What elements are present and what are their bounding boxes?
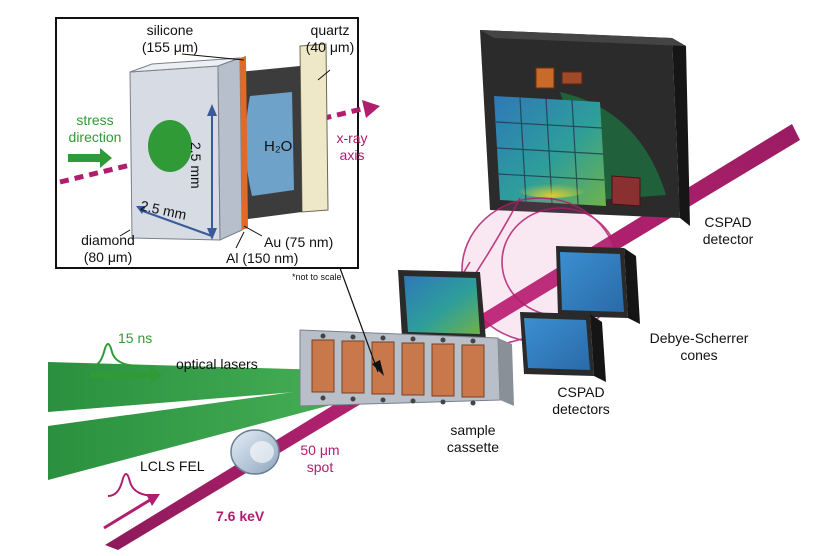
quartz-thickness: (40 μm) [305, 39, 355, 55]
cspad-top-label: CSPAD detector [688, 214, 768, 248]
cspad-bottom-detectors-word: detectors [552, 401, 610, 417]
direction-word: direction [68, 129, 122, 145]
au-layer-label: Au (75 nm) [264, 234, 334, 250]
height-dimension-label: 2.5 mm [188, 142, 204, 189]
inset-pointer-line [339, 267, 379, 373]
scale-note: *not to scale [292, 272, 342, 282]
quartz-label: quartz (40 μm) [300, 22, 360, 56]
cspad-detector-left [398, 270, 486, 340]
xray-axis-label: x-ray axis [330, 130, 374, 164]
fel-arrowhead-icon [146, 494, 160, 506]
cspad-detector-top [480, 30, 690, 226]
debye-scherrer-word: Debye-Scherrer [649, 330, 749, 346]
sample-cassette [299, 329, 514, 407]
inset-pointer-arrowhead [372, 360, 384, 376]
spot-size-label: 50 μm spot [296, 442, 344, 476]
debye-scherrer-label: Debye-Scherrer cones [634, 330, 764, 364]
cspad-bottom-label: CSPAD detectors [536, 384, 626, 418]
lcls-fel-label: LCLS FEL [140, 458, 205, 474]
fel-arrow-icon [103, 498, 151, 530]
cspad-bottom-word: CSPAD [557, 384, 605, 400]
sample-word: sample [450, 422, 496, 438]
silicone-name: silicone [146, 22, 194, 38]
cones-word: cones [680, 347, 718, 363]
axis-word: axis [339, 147, 365, 163]
water-label: H₂O [264, 138, 293, 155]
spot-size-value: 50 μm [300, 442, 340, 458]
sample-cassette-label: sample cassette [428, 422, 518, 456]
optical-lasers-label: optical lasers [176, 356, 258, 372]
stress-word: stress [76, 112, 114, 128]
stress-direction-label: stress direction [60, 112, 130, 146]
focusing-lens [230, 429, 280, 475]
laser-pulse-icon [91, 343, 141, 367]
spot-word: spot [306, 459, 334, 475]
fel-pulse-icon [107, 473, 157, 497]
target-inset [55, 17, 380, 269]
al-layer-label: Al (150 nm) [226, 250, 299, 266]
diamond-name: diamond [81, 232, 135, 248]
diamond-label: diamond (80 μm) [70, 232, 146, 266]
cspad-top-detector-word: detector [702, 231, 754, 247]
cspad-detector-bottom [520, 312, 606, 382]
silicone-label: silicone (155 μm) [130, 22, 210, 56]
silicone-thickness: (155 μm) [141, 39, 199, 55]
pulse-duration-label: 15 ns [118, 330, 153, 346]
quartz-name: quartz [310, 22, 350, 38]
cspad-top-word: CSPAD [704, 214, 752, 230]
diamond-thickness: (80 μm) [83, 249, 133, 265]
laser-arrow-icon [90, 366, 162, 384]
beam-energy-label: 7.6 keV [216, 508, 265, 524]
cspad-detector-right [556, 246, 640, 324]
cassette-word: cassette [446, 439, 500, 455]
xray-word: x-ray [336, 130, 368, 146]
